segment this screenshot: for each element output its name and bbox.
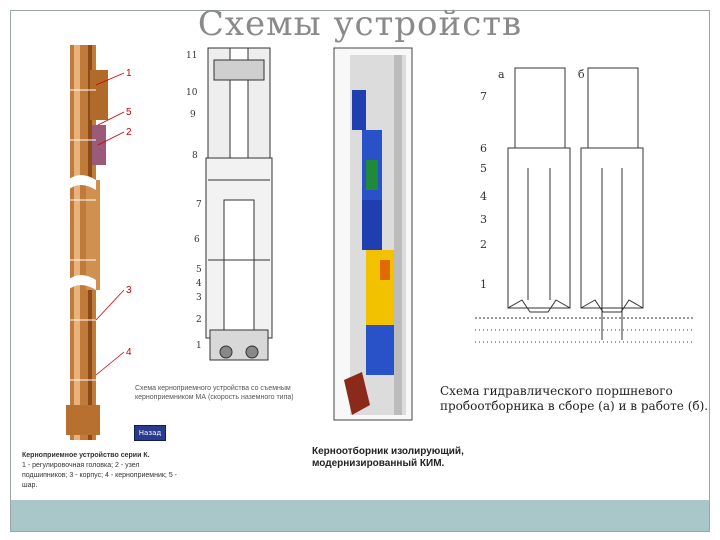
fig1-caption-title: Керноприемное устройство серии К. xyxy=(22,452,150,459)
fig4-label: 7 xyxy=(480,90,487,103)
fig1-label: 1 xyxy=(126,68,132,79)
footer-bar xyxy=(11,500,709,531)
fig3-caption: Керноотборник изолирующий, модернизирова… xyxy=(312,446,464,469)
fig4-label: 6 xyxy=(480,142,487,155)
fig4-label: 5 xyxy=(480,162,487,175)
fig2-labels: 11 10 9 8 7 6 5 4 3 2 1 xyxy=(186,51,202,351)
hydraulic-sampler-figure xyxy=(475,67,695,343)
fig2-label: 3 xyxy=(196,293,202,303)
fig1-caption-legend: 1 - регулировочная головка; 2 - узел под… xyxy=(22,462,177,489)
fig2-label: 10 xyxy=(186,88,198,98)
fig2-label: 11 xyxy=(186,51,197,61)
core-barrel-figure: 1 5 2 3 4 xyxy=(66,45,132,440)
fig2-label: 7 xyxy=(196,200,202,210)
fig2-caption: Схема керноприемного устройства со съемн… xyxy=(135,385,294,401)
fig4-label: 2 xyxy=(480,238,487,251)
fig1-label: 3 xyxy=(126,285,132,296)
fig2-label: 4 xyxy=(196,279,202,289)
fig4-labels: а б 7 6 5 4 3 2 1 xyxy=(480,68,585,291)
fig2-label: 1 xyxy=(196,341,202,351)
fig4-sublabel: а xyxy=(498,68,505,81)
fig2-label: 6 xyxy=(194,235,200,245)
fig1-label: 5 xyxy=(126,107,132,118)
fig4-caption: Схема гидравлического поршневого пробоот… xyxy=(440,384,709,413)
slide-frame xyxy=(10,10,710,532)
fig4-label: 3 xyxy=(480,213,487,226)
fig4-label: 4 xyxy=(480,190,487,203)
fig4-sublabel: б xyxy=(578,68,585,81)
fig1-label: 4 xyxy=(126,347,132,358)
back-button[interactable]: Назад xyxy=(134,425,166,441)
fig2-label: 5 xyxy=(196,265,202,275)
fig2-label: 8 xyxy=(192,151,198,161)
fig1-caption: Керноприемное устройство серии К. 1 - ре… xyxy=(22,451,182,491)
slide-title: Схемы устройств xyxy=(197,4,523,44)
fig2-label: 9 xyxy=(190,110,196,120)
insulating-sampler-figure xyxy=(333,47,413,421)
core-receiver-section-figure xyxy=(205,47,273,361)
fig1-label: 2 xyxy=(126,127,132,138)
fig4-label: 1 xyxy=(480,278,487,291)
fig2-label: 2 xyxy=(196,315,202,325)
